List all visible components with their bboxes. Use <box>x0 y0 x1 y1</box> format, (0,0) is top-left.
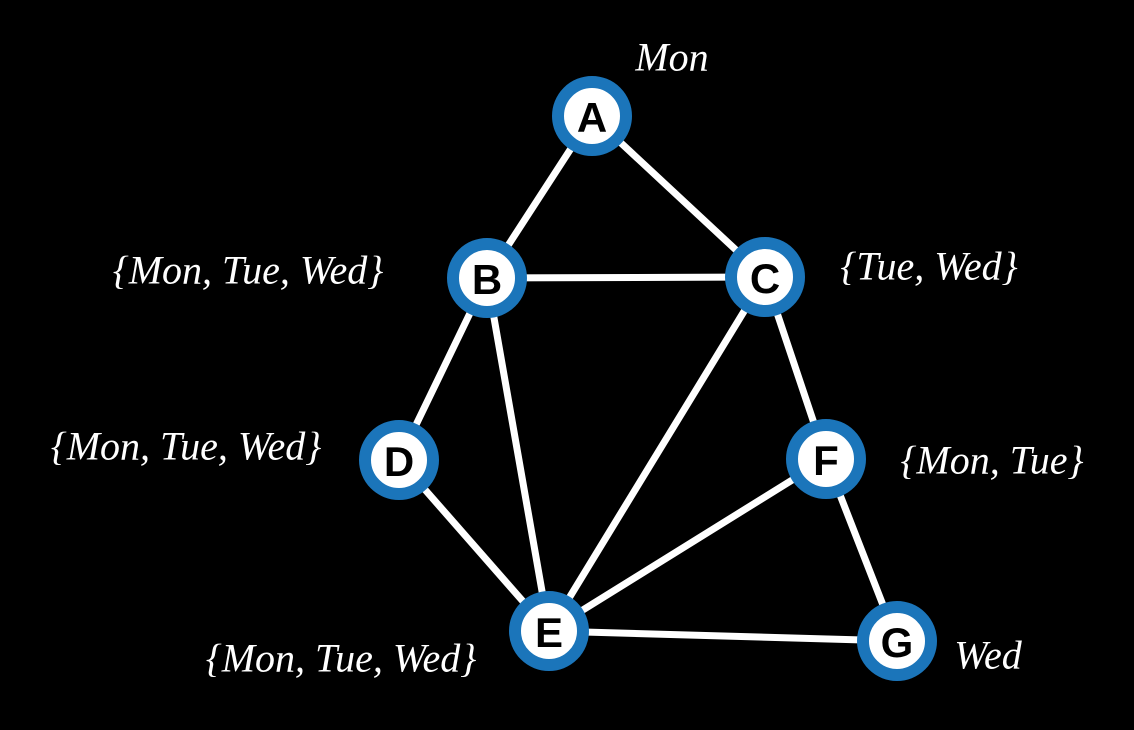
edge-E-F <box>545 455 830 635</box>
edge-C-E <box>545 273 769 635</box>
node-circle-A <box>552 76 632 156</box>
domain-label-E: {Mon, Tue, Wed} <box>206 636 477 681</box>
domain-label-C: {Tue, Wed} <box>840 244 1017 289</box>
edge-B-C <box>483 273 769 282</box>
node-circle-B <box>447 238 527 318</box>
node-circle-C <box>725 237 805 317</box>
node-letter-B: B <box>472 256 502 303</box>
domain-label-F: {Mon, Tue} <box>900 438 1083 483</box>
nodes-layer: A B C D E F G <box>359 76 937 681</box>
node-circle-G <box>857 601 937 681</box>
domain-label-G: Wed <box>954 633 1022 678</box>
edges-layer <box>395 112 901 645</box>
node-letter-E: E <box>535 609 563 656</box>
domain-label-A: Mon <box>634 35 708 80</box>
domain-label-D: {Mon, Tue, Wed} <box>51 424 322 469</box>
node-circle-F <box>786 419 866 499</box>
node-letter-G: G <box>881 619 914 666</box>
node-letter-C: C <box>750 255 780 302</box>
node-circle-E <box>509 591 589 671</box>
edge-B-E <box>483 274 553 635</box>
edge-E-G <box>545 627 901 645</box>
node-letter-D: D <box>384 438 414 485</box>
node-circle-D <box>359 420 439 500</box>
node-letter-A: A <box>577 94 607 141</box>
labels-layer: Mon {Mon, Tue, Wed} {Tue, Wed} {Mon, Tue, W… <box>51 35 1084 681</box>
domain-label-B: {Mon, Tue, Wed} <box>113 248 384 293</box>
node-letter-F: F <box>813 437 839 484</box>
